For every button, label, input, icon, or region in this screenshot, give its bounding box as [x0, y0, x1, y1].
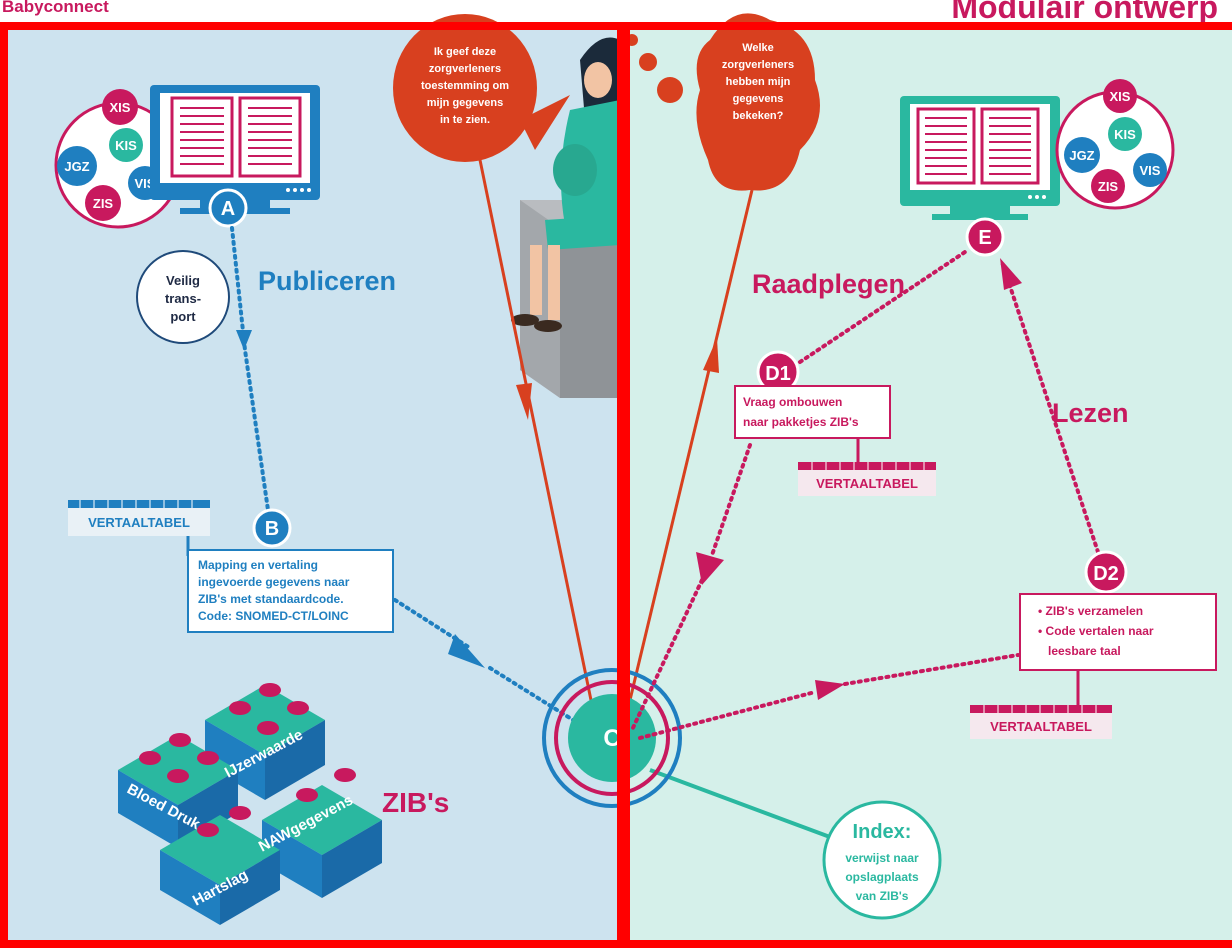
consent-line	[478, 159, 594, 706]
system-badge-vis	[1133, 153, 1167, 187]
node-b	[252, 508, 292, 548]
mapping-text: ZIB's met standaardcode.	[198, 592, 344, 606]
index-text: opslagplaats	[845, 870, 919, 884]
node-d2	[1084, 550, 1128, 594]
highlight-frame-right	[622, 22, 1232, 948]
bubble-viewers-text: zorgverleners	[722, 59, 794, 71]
bubble-viewers-text: hebben mijn	[726, 76, 791, 88]
bubble-viewers-text: gegevens	[733, 93, 784, 105]
index-text: verwijst naar	[845, 851, 919, 865]
publiceren-label: Publiceren	[258, 266, 396, 296]
bubble-consent-text: toestemming om	[421, 80, 509, 92]
arrowhead-up-e	[1000, 258, 1022, 290]
system-badge-zis	[85, 185, 121, 221]
system-badge-kis	[1108, 117, 1142, 151]
node-e	[965, 217, 1005, 257]
zib-blocks	[118, 683, 382, 925]
index-text: van ZIB's	[856, 889, 909, 903]
mapping-text: ingevoerde gegevens naar	[198, 575, 350, 589]
node-a	[208, 188, 248, 228]
hub-letter: C	[603, 725, 620, 752]
bubble-consent-text: mijn gegevens	[427, 97, 503, 109]
flow-hub-to-d2	[638, 653, 1020, 740]
header-strip	[0, 0, 1232, 22]
transport-text: trans-	[165, 291, 201, 306]
flow-d1-to-hub	[630, 443, 752, 732]
bubble-viewers-text: bekeken?	[733, 110, 784, 122]
system-label: KIS	[115, 138, 137, 153]
vertaaltabel-right-1	[798, 438, 936, 496]
system-label: ZIS	[93, 196, 114, 211]
mapping-text: Code: SNOMED-CT/LOINC	[198, 609, 349, 623]
pregnant-woman-figure	[511, 37, 620, 398]
vertaaltabel-right-2-label: VERTAALTABEL	[990, 719, 1092, 734]
flow-d1-to-e	[798, 248, 970, 364]
system-label: JGZ	[1069, 148, 1094, 163]
query-line	[628, 189, 754, 701]
arrowhead-d1-down	[696, 552, 724, 585]
thought-bubble-viewers	[626, 13, 820, 191]
mapping-box	[187, 549, 394, 633]
page-title: Modulair ontwerp	[951, 0, 1218, 25]
arrowhead-right-d2	[815, 680, 845, 700]
arrowhead-down	[236, 330, 252, 350]
systems-cluster-right: XIS KIS JGZ VIS ZIS	[1055, 79, 1175, 210]
system-label: KIS	[1114, 127, 1136, 142]
vertaaltabel-right-2	[970, 670, 1112, 739]
highlight-frame-left	[0, 22, 625, 948]
index-bubble	[822, 800, 942, 920]
system-badge-xis	[1103, 79, 1137, 113]
system-label: JGZ	[64, 159, 89, 174]
mapping-text: Mapping en vertaling	[198, 558, 318, 572]
vertaaltabel-left-label: VERTAALTABEL	[88, 515, 190, 530]
transport-text: port	[170, 309, 196, 324]
lezen-label: Lezen	[1052, 398, 1129, 428]
system-label: XIS	[110, 100, 131, 115]
bubble-consent-text: zorgverleners	[429, 63, 501, 75]
bubble-consent-text: Ik geef deze	[434, 46, 496, 58]
index-title: Index:	[853, 821, 912, 843]
central-hub	[542, 668, 682, 808]
speech-bubble-consent	[393, 14, 570, 162]
index-line	[649, 768, 839, 842]
system-badge-zis	[1091, 169, 1125, 203]
d1-text: Vraag ombouwen	[743, 395, 842, 409]
flow-a-to-b	[230, 226, 270, 512]
node-e-label: E	[978, 227, 991, 249]
node-b-label: B	[265, 518, 279, 540]
bubble-viewers-text: Welke	[742, 42, 774, 54]
system-badge-xis	[102, 89, 138, 125]
node-d1-label: D1	[765, 363, 791, 385]
system-badge-jgz	[57, 146, 97, 186]
brand-logo-text: Babyconnect	[2, 0, 109, 16]
systems-cluster-left: XIS KIS JGZ VIS ZIS	[54, 89, 182, 229]
d2-text: leesbare taal	[1048, 644, 1121, 658]
d1-box	[734, 385, 891, 439]
node-a-label: A	[221, 198, 235, 220]
d2-text: • ZIB's verzamelen	[1038, 604, 1143, 618]
consent-arrowhead	[516, 383, 532, 420]
flow-d2-to-e	[1000, 260, 1100, 554]
system-label: XIS	[1110, 89, 1131, 104]
system-badge-jgz	[1064, 137, 1100, 173]
query-arrowhead	[703, 338, 719, 373]
monitor-icon-right	[900, 96, 1060, 220]
monitor-icon	[150, 85, 320, 214]
system-label: VIS	[1140, 163, 1161, 178]
node-d2-label: D2	[1093, 563, 1119, 585]
d2-box	[1019, 593, 1217, 671]
raadplegen-label: Raadplegen	[752, 269, 905, 299]
arrowhead-right	[448, 634, 485, 668]
veilig-transport-bubble	[136, 250, 230, 344]
d2-text: • Code vertalen naar	[1038, 624, 1154, 638]
vertaaltabel-left	[68, 500, 210, 556]
system-label: ZIS	[1098, 179, 1119, 194]
system-badge-kis	[109, 128, 143, 162]
transport-text: Veilig	[166, 273, 200, 288]
d1-text: naar pakketjes ZIB's	[743, 415, 859, 429]
vertaaltabel-right-1-label: VERTAALTABEL	[816, 476, 918, 491]
bubble-consent-text: in te zien.	[440, 114, 490, 126]
zibs-label: ZIB's	[382, 787, 449, 818]
